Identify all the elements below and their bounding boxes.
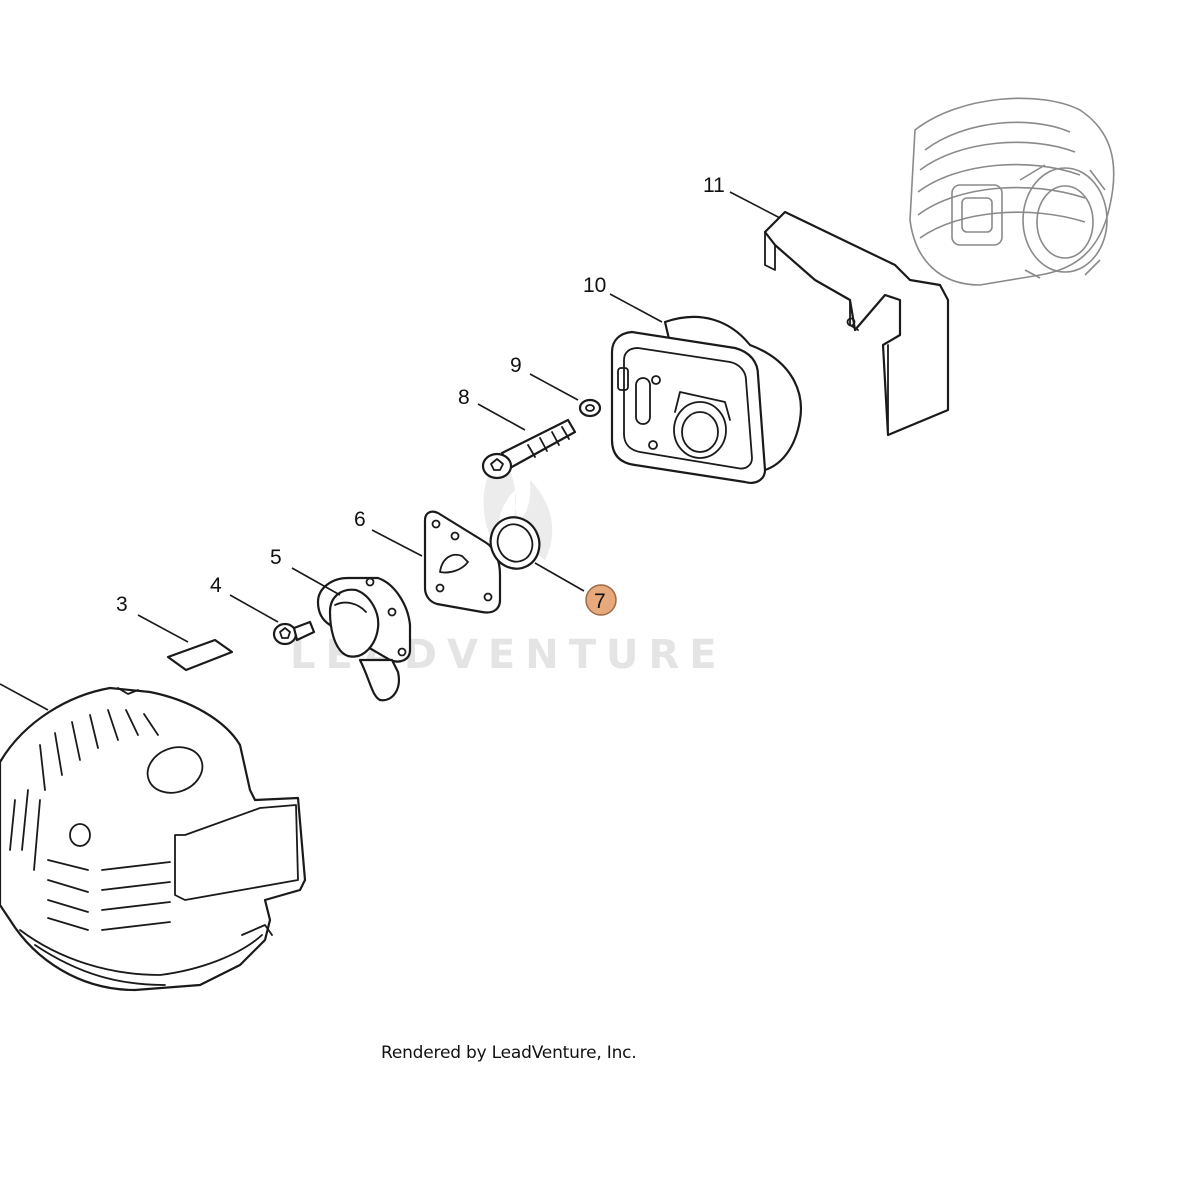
rendered-by-caption: Rendered by LeadVenture, Inc. xyxy=(381,1043,637,1063)
callouts: 3 4 5 6 7 8 9 10 11 xyxy=(116,174,725,616)
part-10-muffler xyxy=(610,315,802,484)
part-11-heat-shield xyxy=(763,210,950,437)
callout-10[interactable]: 10 xyxy=(583,274,606,297)
leader-lines xyxy=(0,191,781,711)
callout-7-highlight[interactable] xyxy=(585,584,617,616)
callout-8[interactable]: 8 xyxy=(458,386,470,409)
part-9-washer xyxy=(578,398,602,418)
callout-11[interactable]: 11 xyxy=(703,174,725,197)
callout-5[interactable]: 5 xyxy=(270,546,282,569)
cylinder xyxy=(909,97,1115,286)
engine-cover xyxy=(0,686,307,992)
callout-4[interactable]: 4 xyxy=(210,574,222,597)
part-5-exhaust-deflector xyxy=(316,576,412,702)
part-8-bolt xyxy=(481,418,577,480)
callout-9[interactable]: 9 xyxy=(510,354,522,377)
callout-6[interactable]: 6 xyxy=(354,508,366,531)
part-6-gasket xyxy=(423,510,502,614)
part-4-screw xyxy=(272,620,316,646)
callout-3[interactable]: 3 xyxy=(116,593,128,616)
callout-7[interactable]: 7 xyxy=(594,590,606,613)
part-7-ring xyxy=(489,516,541,570)
part-3-label xyxy=(166,638,234,672)
